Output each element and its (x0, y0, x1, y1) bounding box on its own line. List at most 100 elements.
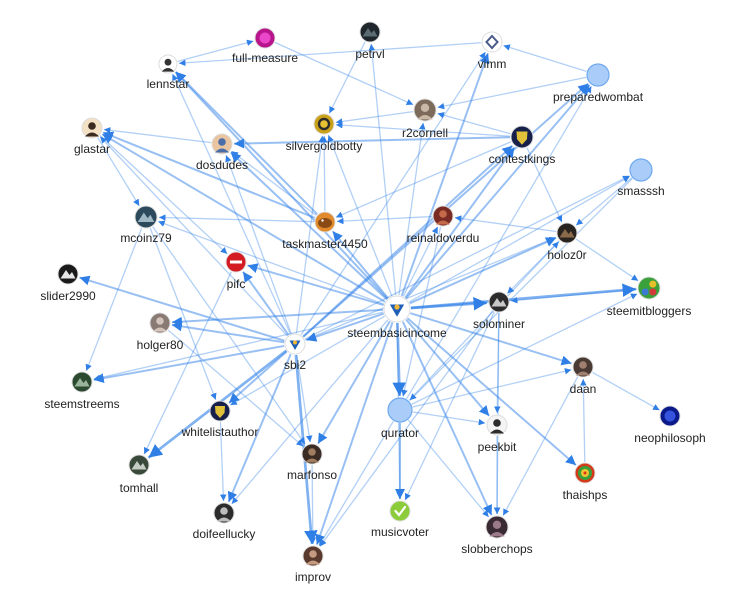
edge-steembasicincome-to-contestkings (404, 146, 516, 299)
portrait-avatar (432, 205, 454, 227)
node-daan[interactable]: daan (570, 356, 597, 396)
edge-qurator-to-slobberchops (407, 419, 490, 518)
node-label: silvergoldbotty (286, 139, 363, 153)
edge-contestkings-to-r2cornell (437, 112, 511, 135)
orange-creature-avatar (314, 211, 336, 233)
node-musicvoter[interactable]: musicvoter (371, 500, 429, 539)
node-thaishps[interactable]: thaishps (563, 462, 608, 502)
edge-sbi2-to-marfonso (296, 354, 313, 443)
node-contestkings[interactable]: contestkings (489, 125, 556, 166)
edge-steemitbloggers-to-solominer (510, 288, 638, 304)
edge-vimm-to-lennstar (178, 42, 482, 67)
edge-contestkings-to-taskmaster4450 (335, 141, 512, 218)
node-glastar[interactable]: glastar (74, 117, 110, 156)
edge-smasssh-to-qurator (409, 178, 633, 401)
node-smasssh[interactable]: smasssh (617, 158, 665, 198)
node-steemitbloggers[interactable]: steemitbloggers (607, 276, 692, 318)
edge-sbi2-to-steemstreems (93, 344, 285, 384)
landscape-avatar (71, 371, 93, 393)
edge-solominer-to-improv (319, 310, 494, 547)
node-preparedwombat[interactable]: preparedwombat (553, 63, 644, 104)
edge-solominer-to-peekbit (494, 312, 501, 414)
node-full-measure[interactable]: full-measure (232, 27, 298, 65)
edge-taskmaster4450-to-silvergoldbotty (320, 135, 328, 212)
edge-taskmaster4450-to-mcoinz79 (158, 214, 315, 223)
edge-sbi2-to-smasssh (304, 175, 630, 340)
node-steembasicincome[interactable]: steembasicincome (347, 295, 447, 340)
node-slobberchops[interactable]: slobberchops (461, 515, 533, 556)
edge-sbi2-to-whitelistauthor (228, 350, 288, 404)
node-label: lennstar (147, 77, 190, 91)
node-mcoinz79[interactable]: mcoinz79 (120, 205, 172, 245)
node-neophilosoph[interactable]: neophilosoph (634, 405, 706, 445)
edge-taskmaster4450-to-dosdudes (231, 150, 317, 216)
portrait-avatar (301, 443, 323, 465)
node-marfonso[interactable]: marfonso (287, 443, 337, 482)
node-peekbit[interactable]: peekbit (478, 414, 517, 454)
node-r2cornell[interactable]: r2cornell (402, 98, 448, 140)
node-label: reinaldoverdu (407, 231, 480, 245)
edge-contestkings-to-holoz0r (526, 147, 563, 223)
node-label: petrvl (355, 47, 384, 61)
edge-solominer-to-musicvoter (404, 311, 495, 501)
node-steemstreems[interactable]: steemstreems (44, 371, 120, 411)
node-reinaldoverdu[interactable]: reinaldoverdu (407, 205, 480, 245)
edge-sbi2-to-silvergoldbotty (295, 135, 325, 334)
edge-contestkings-to-dosdudes (233, 136, 511, 149)
node-vimm[interactable]: vimm (478, 31, 507, 71)
blue-glow-avatar (659, 405, 681, 427)
node-taskmaster4450[interactable]: taskmaster4450 (282, 211, 368, 251)
node-improv[interactable]: improv (295, 545, 331, 584)
edge-steembasicincome-to-slobberchops (401, 321, 493, 516)
edge-daan-to-slobberchops (502, 376, 579, 516)
node-holger80[interactable]: holger80 (137, 312, 184, 352)
node-doifeellucky[interactable]: doifeellucky (193, 502, 256, 541)
edge-sbi2-to-contestkings (302, 145, 514, 338)
node-label: preparedwombat (553, 90, 644, 104)
edge-r2cornell-to-silvergoldbotty (335, 111, 414, 125)
clover-logo-avatar (637, 276, 661, 300)
edge-whitelistauthor-to-doifeellucky (219, 421, 227, 502)
node-tomhall[interactable]: tomhall (120, 454, 159, 495)
cartoon-face-avatar (81, 117, 103, 139)
edge-steembasicincome-to-smasssh (408, 175, 631, 303)
node-petrvl[interactable]: petrvl (355, 21, 385, 61)
checkmark-avatar (389, 500, 411, 522)
crown-shield-avatar (209, 400, 231, 422)
edge-reinaldoverdu-to-qurator (401, 226, 442, 397)
node-label: contestkings (489, 152, 556, 166)
node-lennstar[interactable]: lennstar (147, 54, 190, 91)
edge-taskmaster4450-to-glastar (102, 131, 316, 219)
edge-sbi2-to-slider2990 (79, 275, 285, 342)
node-silvergoldbotty[interactable]: silvergoldbotty (286, 113, 363, 153)
portrait-avatar (485, 515, 509, 539)
node-whitelistauthor[interactable]: whitelistauthor (181, 400, 259, 439)
node-dosdudes[interactable]: dosdudes (196, 133, 248, 172)
node-label: full-measure (232, 51, 298, 65)
edge-steembasicincome-to-glastar (101, 133, 386, 303)
node-label: whitelistauthor (181, 425, 259, 439)
node-qurator[interactable]: qurator (381, 397, 419, 440)
edge-steembasicincome-to-r2cornell (398, 122, 426, 296)
edge-sbi2-to-vimm (300, 51, 486, 336)
gold-coin-avatar (313, 113, 335, 135)
node-sbi2[interactable]: sbi2 (284, 333, 306, 372)
mech-avatar (134, 205, 158, 229)
edge-holger80-to-marfonso (167, 329, 304, 447)
portrait-avatar (486, 414, 508, 436)
node-slider2990[interactable]: slider2990 (40, 263, 96, 303)
node-circle (629, 158, 653, 182)
node-pifc[interactable]: pifc (225, 251, 247, 291)
edge-steembasicincome-to-dosdudes (230, 151, 388, 301)
edge-steembasicincome-to-daan (410, 312, 572, 366)
node-solominer[interactable]: solominer (473, 291, 525, 331)
edge-steembasicincome-to-vimm (400, 52, 490, 297)
edge-solominer-to-slobberchops (493, 312, 501, 515)
edges-layer (79, 39, 660, 547)
edge-steembasicincome-to-pifc (247, 263, 384, 307)
edge-preparedwombat-to-vimm (503, 44, 587, 73)
edge-steembasicincome-to-preparedwombat (405, 84, 591, 300)
edge-steembasicincome-to-thaishps (406, 317, 577, 466)
node-holoz0r[interactable]: holoz0r (547, 222, 587, 262)
